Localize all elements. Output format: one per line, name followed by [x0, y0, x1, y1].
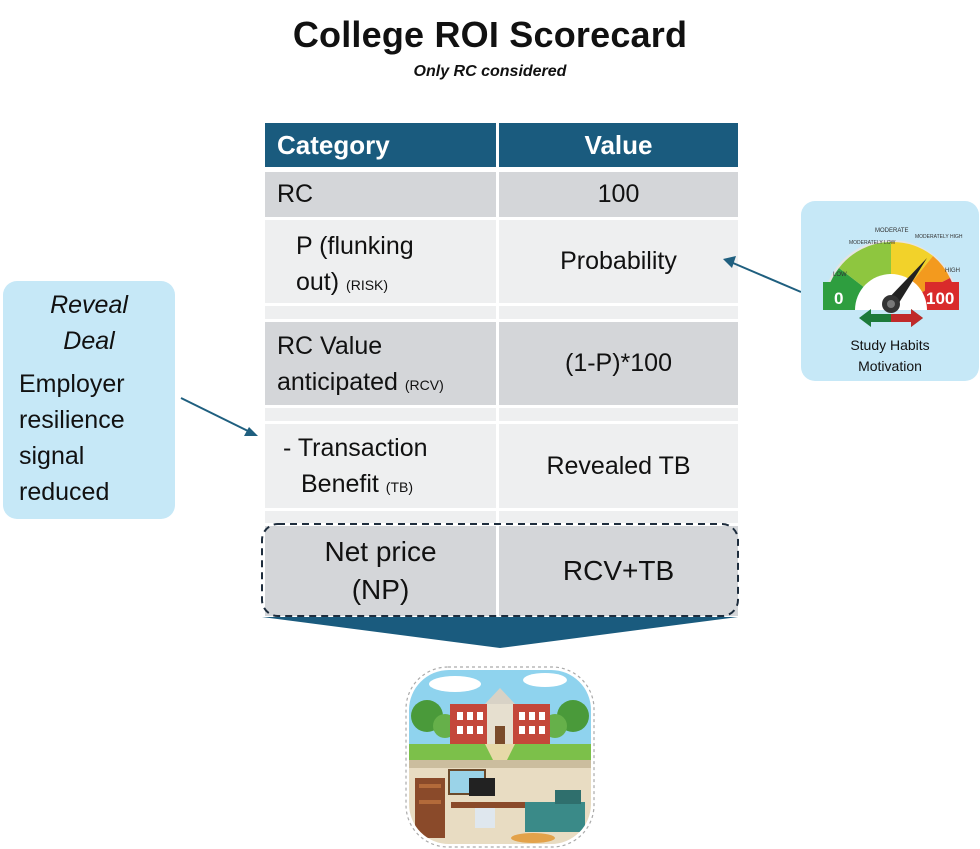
- college-campus-icon: [405, 666, 595, 848]
- spacer-row-2a: [265, 408, 496, 421]
- left-arrow-head: [244, 427, 258, 436]
- row-p-category-line2: out): [296, 268, 340, 296]
- row-p-value: Probability: [499, 220, 738, 303]
- row-rcv-category: RC Value anticipated (RCV): [277, 328, 444, 403]
- spacer-row-3a: [265, 511, 496, 523]
- spacer-row-1b: [499, 306, 738, 319]
- row-rc-category: RC: [265, 172, 496, 217]
- row-np-category-line1: Net price: [324, 536, 437, 567]
- header-value: Value: [499, 123, 738, 167]
- row-tb-category-cell: [265, 424, 496, 508]
- header-category: Category: [265, 123, 496, 167]
- scale-modlow: MODERATELY LOW: [849, 240, 896, 246]
- body-line-2: resilience: [19, 406, 125, 434]
- reveal-deal-line2: Deal: [63, 327, 115, 355]
- row-rcv-category-line1: RC Value: [277, 332, 383, 360]
- row-np-value: RCV+TB: [499, 526, 738, 616]
- right-arrow-head: [723, 256, 736, 268]
- gauge-caption-line2: Motivation: [858, 358, 922, 374]
- gauge-icon: LOW MODERATELY LOW MODERATE MODERATELY H…: [823, 228, 963, 327]
- spacer-row-1a: [265, 306, 496, 319]
- row-np-category: Net price (NP): [265, 533, 496, 609]
- row-tb-tag: (TB): [385, 479, 414, 495]
- row-rc-value: 100: [499, 172, 738, 217]
- row-tb-category: - Transaction Benefit (TB): [283, 430, 428, 505]
- body-line-3: signal: [19, 442, 85, 470]
- gauge-needle: [885, 258, 927, 306]
- gauge-caption-line1: Study Habits: [850, 337, 930, 353]
- reveal-deal-heading: Reveal Deal: [3, 287, 175, 359]
- down-chevron: [262, 617, 738, 648]
- row-p-tag: (RISK): [346, 277, 389, 293]
- row-np-category-line2: (NP): [351, 574, 410, 605]
- scale-moderate: MODERATE: [875, 228, 909, 234]
- gauge-caption: Study Habits Motivation: [801, 335, 979, 377]
- reveal-deal-line1: Reveal: [50, 291, 128, 319]
- row-tb-value: Revealed TB: [499, 424, 738, 508]
- body-line-4: reduced: [19, 478, 110, 506]
- spacer-row-2b: [499, 408, 738, 421]
- reveal-deal-callout: [3, 281, 175, 519]
- row-tb-category-line2: Benefit: [301, 470, 379, 498]
- row-rcv-category-line2: anticipated: [277, 368, 398, 396]
- gauge-min-label: 0: [834, 289, 843, 308]
- scale-low: LOW: [833, 272, 847, 278]
- row-p-category: P (flunking out) (RISK): [296, 228, 414, 303]
- scale-modhigh: MODERATELY HIGH: [915, 234, 963, 240]
- row-tb-category-line1: - Transaction: [283, 434, 428, 462]
- np-highlight-border: [261, 523, 739, 617]
- page-subtitle: Only RC considered: [413, 63, 567, 80]
- left-arrow-line: [180, 397, 251, 433]
- row-rcv-tag: (RCV): [404, 377, 444, 393]
- row-np-category-cell: [265, 526, 496, 616]
- reveal-deal-body: Employer resilience signal reduced: [19, 366, 169, 510]
- spacer-row-3b: [499, 511, 738, 523]
- row-p-category-cell: [265, 220, 496, 303]
- double-arrow-icon: [859, 309, 923, 327]
- page-title: College ROI Scorecard: [292, 14, 688, 55]
- right-arrow-line: [732, 262, 802, 293]
- body-line-1: Employer: [19, 370, 125, 398]
- scale-high: HIGH: [945, 268, 960, 274]
- gauge-max-label: 100: [926, 289, 954, 308]
- row-p-category-line1: P (flunking: [296, 232, 414, 260]
- row-rcv-value: (1-P)*100: [499, 322, 738, 405]
- row-rcv-category-cell: [265, 322, 496, 405]
